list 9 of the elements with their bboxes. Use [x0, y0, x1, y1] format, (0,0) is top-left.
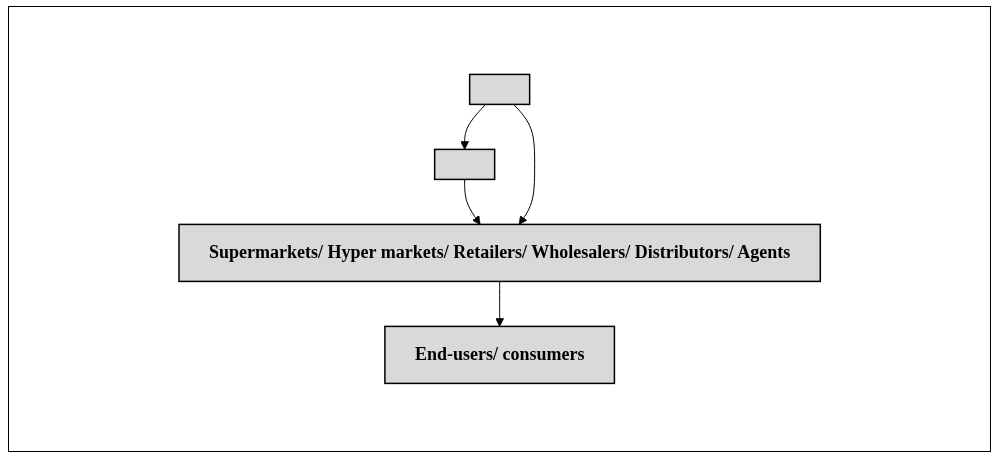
node-box	[178, 223, 821, 283]
arrow	[464, 179, 481, 225]
node-box	[384, 325, 615, 385]
diagram-frame: Supermarkets/ Hyper markets/ Retailers/ Wholesalers/ Distributors/ Agents End-users/ consumers	[8, 6, 991, 452]
arrow	[495, 281, 504, 327]
arrow	[460, 104, 486, 150]
arrow	[513, 104, 535, 225]
node-box	[433, 148, 496, 181]
node-box	[468, 73, 531, 106]
